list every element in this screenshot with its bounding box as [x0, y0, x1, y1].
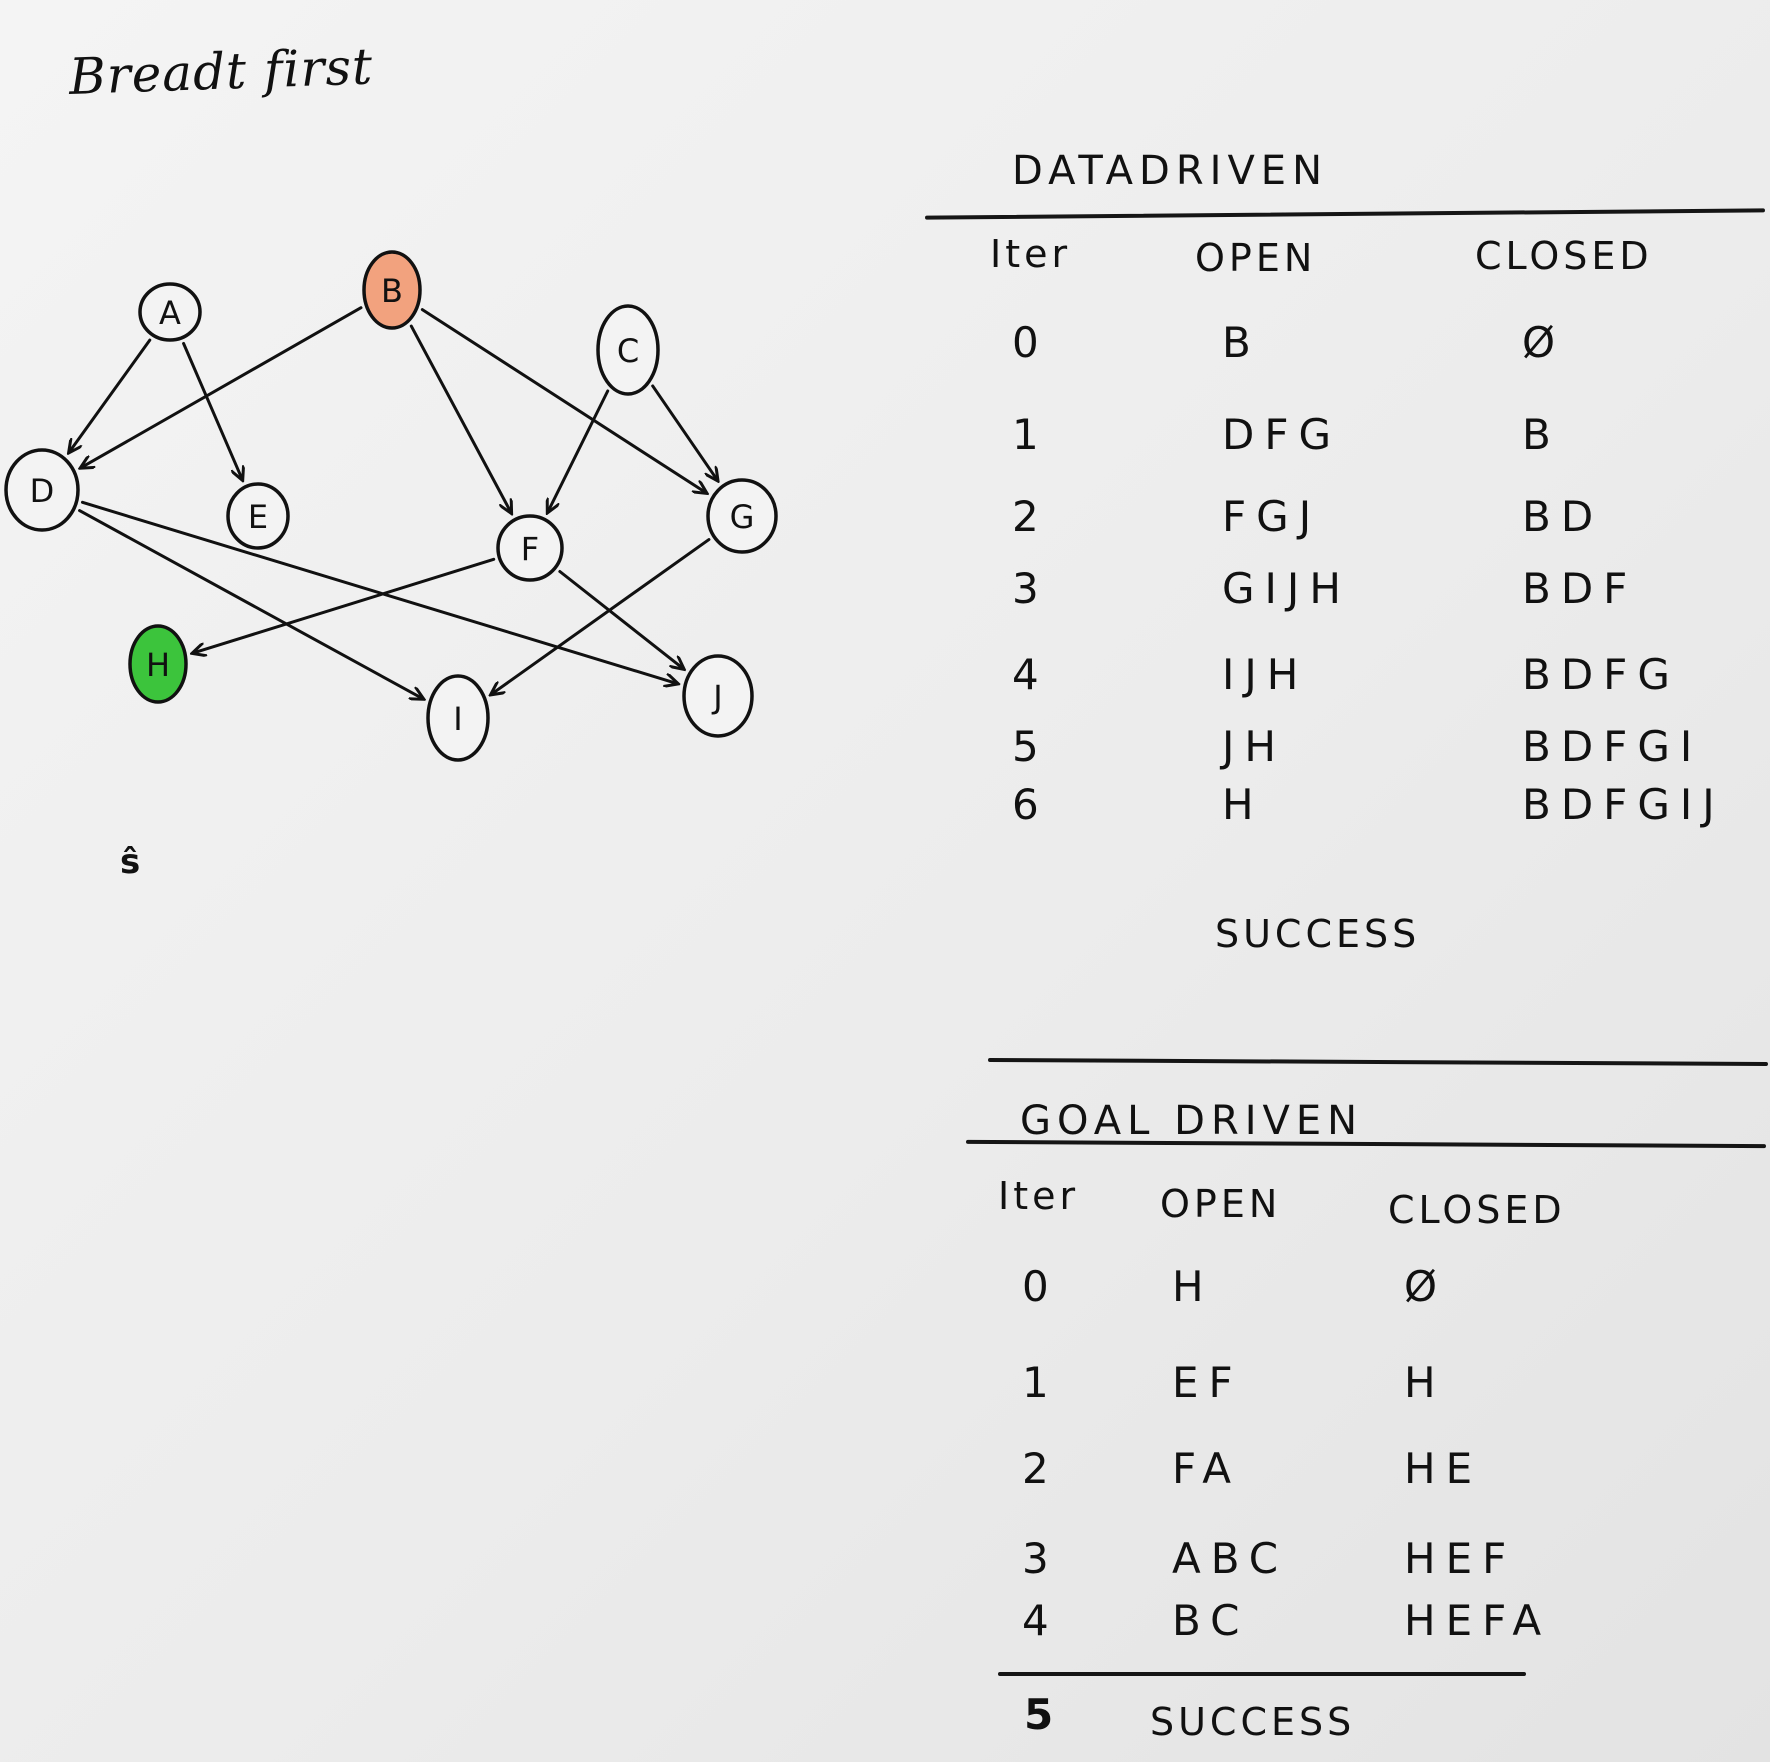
goal-driven-iter-cell: 1	[1022, 1358, 1059, 1407]
node-c-label: C	[617, 332, 639, 370]
goal-driven-header-closed: CLOSED	[1388, 1188, 1566, 1232]
edge-a-to-d	[69, 338, 152, 452]
node-i-label: I	[453, 700, 462, 738]
goal-driven-open-cell: BC	[1172, 1596, 1250, 1645]
node-e-label: E	[248, 498, 268, 536]
data-driven-iter-cell: 4	[1012, 650, 1049, 699]
data-driven-closed-cell: BDF	[1522, 564, 1638, 613]
node-b: B	[362, 250, 422, 330]
node-i: I	[426, 674, 490, 762]
goal-driven-separator-rule	[987, 1057, 1769, 1067]
edge-c-to-g	[651, 384, 718, 480]
edge-c-to-f	[548, 389, 610, 512]
node-h-circle	[128, 624, 188, 704]
data-driven-closed-cell: BD	[1522, 492, 1604, 541]
node-j-circle	[682, 654, 754, 738]
goal-driven-bottom-rule	[998, 1672, 1526, 1676]
node-d-label: D	[30, 472, 55, 510]
data-driven-header-open: OPEN	[1195, 236, 1317, 280]
stray-mark: ŝ	[120, 842, 141, 882]
edge-b-to-g	[420, 308, 706, 493]
data-driven-open-cell: GIJH	[1222, 564, 1351, 613]
data-driven-closed-cell: BDFGI	[1522, 722, 1703, 771]
node-g-label: G	[730, 498, 755, 536]
data-driven-open-cell: H	[1222, 780, 1264, 829]
node-f: F	[496, 514, 564, 582]
goal-driven-open-cell: ABC	[1172, 1534, 1289, 1583]
node-a-circle	[138, 282, 202, 342]
goal-driven-iter-cell: 0	[1022, 1262, 1059, 1311]
data-driven-title: DATADRIVEN	[1012, 148, 1328, 194]
node-e: E	[226, 482, 290, 550]
goal-driven-top-rule	[965, 1139, 1767, 1149]
node-a-label: A	[159, 294, 181, 332]
goal-driven-closed-cell: H	[1404, 1358, 1446, 1407]
node-f-label: F	[521, 530, 539, 568]
data-driven-iter-cell: 6	[1012, 780, 1049, 829]
node-c: C	[596, 304, 660, 396]
data-driven-open-cell: B	[1222, 318, 1261, 367]
node-e-circle	[226, 482, 290, 550]
data-driven-iter-cell: 3	[1012, 564, 1049, 613]
goal-driven-closed-cell: HE	[1404, 1444, 1483, 1493]
data-driven-iter-cell: 0	[1012, 318, 1049, 367]
data-driven-open-cell: FGJ	[1222, 492, 1322, 541]
node-b-label: B	[381, 272, 403, 310]
edge-b-to-f	[409, 324, 511, 513]
edge-d-to-i	[78, 509, 424, 699]
node-a: A	[138, 282, 202, 342]
node-j-label: J	[711, 678, 722, 716]
goal-driven-iter-cell: 2	[1022, 1444, 1059, 1493]
data-driven-closed-cell: Ø	[1522, 318, 1566, 367]
node-h: H	[128, 624, 188, 704]
goal-driven-closed-cell: HEF	[1404, 1534, 1517, 1583]
goal-driven-closed-cell: HEFA	[1404, 1596, 1552, 1645]
data-driven-iter-cell: 5	[1012, 722, 1049, 771]
goal-driven-iter-cell: 4	[1022, 1596, 1059, 1645]
goal-driven-open-cell: EF	[1172, 1358, 1243, 1407]
node-i-circle	[426, 674, 490, 762]
data-driven-closed-cell: BDFGIJ	[1522, 780, 1725, 829]
node-g-circle	[706, 478, 778, 554]
goal-driven-title: GOAL DRIVEN	[1020, 1098, 1364, 1144]
goal-driven-result: SUCCESS	[1150, 1700, 1356, 1744]
data-driven-top-rule	[924, 208, 1766, 220]
node-g: G	[706, 478, 778, 554]
edge-g-to-i	[491, 538, 711, 695]
data-driven-iter-cell: 2	[1012, 492, 1049, 541]
data-driven-closed-cell: B	[1522, 410, 1561, 459]
data-driven-header-iter: Iter	[990, 232, 1072, 276]
edge-d-to-j	[80, 500, 677, 683]
edge-f-to-h	[193, 557, 496, 653]
edge-b-to-d	[81, 306, 363, 468]
data-driven-result: SUCCESS	[1215, 912, 1421, 956]
edge-a-to-e	[182, 341, 243, 479]
goal-driven-final-iter: 5	[1024, 1690, 1064, 1739]
data-driven-open-cell: DFG	[1222, 410, 1342, 459]
goal-driven-open-cell: FA	[1172, 1444, 1242, 1493]
edge-f-to-j	[558, 570, 684, 669]
goal-driven-iter-cell: 3	[1022, 1534, 1059, 1583]
node-f-circle	[496, 514, 564, 582]
board-title: Breadt first	[68, 37, 375, 106]
goal-driven-header-open: OPEN	[1160, 1182, 1282, 1226]
node-c-circle	[596, 304, 660, 396]
node-j: J	[682, 654, 754, 738]
node-b-circle	[362, 250, 422, 330]
directed-graph-diagram: A B C D E F G H I J	[4, 250, 778, 762]
node-d-circle	[4, 448, 80, 532]
data-driven-iter-cell: 1	[1012, 410, 1049, 459]
goal-driven-open-cell: H	[1172, 1262, 1214, 1311]
data-driven-open-cell: JH	[1222, 722, 1286, 771]
goal-driven-closed-cell: Ø	[1404, 1262, 1448, 1311]
data-driven-open-cell: IJH	[1222, 650, 1309, 699]
node-h-label: H	[146, 646, 170, 684]
node-d: D	[4, 448, 80, 532]
data-driven-header-closed: CLOSED	[1475, 234, 1653, 278]
data-driven-closed-cell: BDFG	[1522, 650, 1680, 699]
goal-driven-header-iter: Iter	[998, 1174, 1080, 1218]
